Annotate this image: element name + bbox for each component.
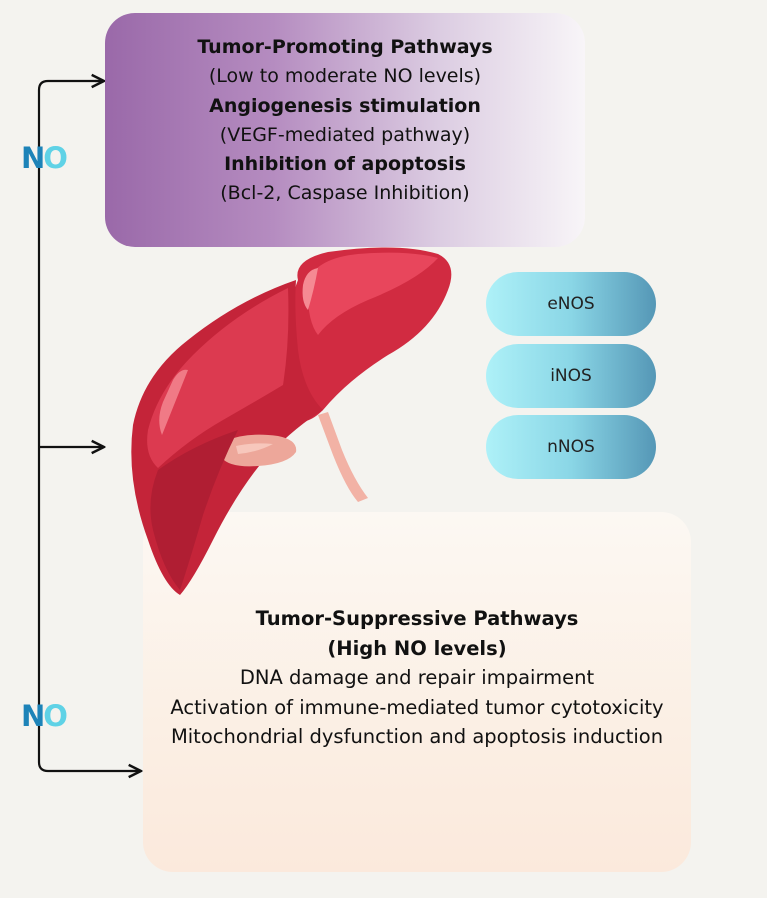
dna-damage-item: DNA damage and repair impairment	[239, 666, 595, 689]
angiogenesis-detail: (VEGF-mediated pathway)	[219, 123, 471, 146]
top-title: Tumor-Promoting Pathways	[197, 36, 493, 58]
mitochondrial-item: Mitochondrial dysfunction and apoptosis …	[170, 725, 664, 748]
bottom-subtitle: (High NO levels)	[327, 636, 507, 660]
apoptosis-detail: (Bcl-2, Caspase Inhibition)	[220, 182, 470, 205]
no-label-top-o: O	[43, 141, 68, 175]
no-label-top-n: N	[21, 141, 45, 175]
tumor-promoting-box: Tumor-Promoting Pathways (Low to moderat…	[105, 13, 585, 247]
top-subtitle: (Low to moderate NO levels)	[208, 65, 482, 88]
no-label-top: NO	[21, 141, 68, 175]
no-label-bottom: NO	[21, 699, 68, 733]
immune-cytotoxicity-item: Activation of immune-mediated tumor cyto…	[170, 695, 664, 719]
no-label-bottom-n: N	[21, 699, 45, 733]
angiogenesis-heading: Angiogenesis stimulation	[209, 94, 481, 117]
enos-pill: eNOS	[486, 272, 656, 336]
tumor-suppressive-box: Tumor-Suppressive Pathways (High NO leve…	[143, 512, 691, 872]
inos-label: iNOS	[550, 366, 592, 386]
nnos-label: nNOS	[547, 437, 595, 457]
liver-icon	[131, 247, 452, 595]
inos-pill: iNOS	[486, 344, 656, 408]
trunk-line	[37, 79, 141, 773]
nnos-pill: nNOS	[486, 415, 656, 479]
bottom-title: Tumor-Suppressive Pathways	[255, 607, 579, 630]
apoptosis-heading: Inhibition of apoptosis	[224, 153, 466, 176]
enos-label: eNOS	[547, 294, 595, 314]
no-label-bottom-o: O	[43, 699, 68, 733]
